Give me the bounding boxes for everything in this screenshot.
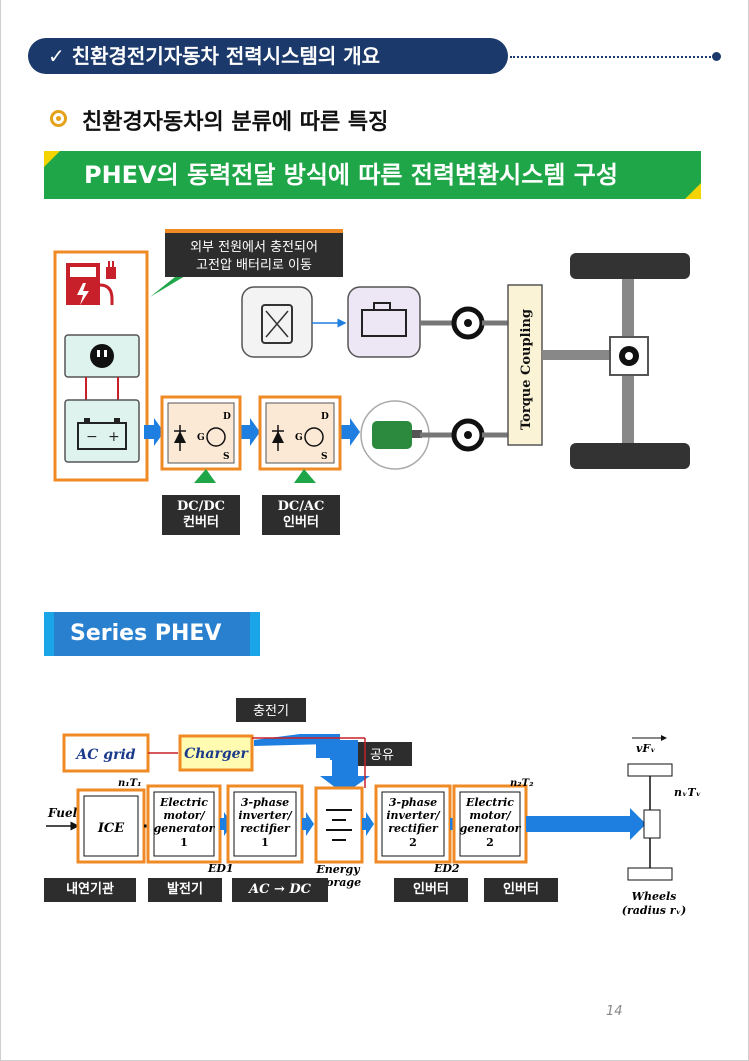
inv1-line3: rectifier	[240, 822, 291, 835]
motor2-line1: Electric	[465, 796, 514, 809]
charging-station-icon	[66, 261, 116, 305]
dcdc-label-line1: DC/DC	[177, 499, 225, 514]
fuel-supply-label: 공유	[370, 748, 394, 763]
inv1-line1: 3-phase	[241, 796, 289, 809]
nvtv-label: nᵥTᵥ	[674, 786, 701, 799]
switch-label-d: D	[321, 412, 329, 422]
charger-text: Charger	[184, 746, 249, 762]
energy-line1: Energy	[315, 863, 361, 876]
torque-coupling	[507, 284, 543, 446]
label-inverter1: 인버터	[394, 878, 468, 902]
callout-box	[165, 233, 343, 277]
section-header: ✓ 친환경전기자동차 전력시스템의 개요	[28, 38, 508, 74]
corner-accent	[44, 151, 60, 167]
flow-arrow	[316, 740, 370, 794]
subtitle: 친환경자동차의 분류에 따른 특징	[82, 110, 389, 135]
igbt-icon: G D S	[272, 412, 329, 462]
series-phev-diagram: 충전기 공유 AC grid Charger Fuel ICE n₁T₁ Ele…	[46, 698, 701, 917]
flow-arrow	[240, 418, 260, 446]
section1-title: PHEV의 동력전달 방식에 따른 전력변환시스템 구성	[44, 151, 701, 199]
motor2-line2: motor/	[469, 809, 511, 822]
vfv-label: vFᵥ	[636, 742, 656, 755]
label-generator: 발전기	[148, 878, 222, 902]
motor1-line3: generator	[154, 822, 216, 835]
ice-text: ICE	[97, 821, 125, 836]
section2-title: Series PHEV	[44, 612, 260, 656]
motor2-line4: 2	[486, 836, 494, 849]
battery-box	[64, 399, 140, 463]
switch-label-s: S	[321, 452, 328, 462]
ed1-label: ED1	[207, 862, 234, 875]
torque-coupling-label: Torque Coupling	[519, 309, 534, 430]
header-dotted-line	[510, 56, 715, 58]
label-ice: 내연기관	[44, 878, 136, 902]
gear-icon	[451, 306, 485, 452]
flow-arrow	[144, 418, 164, 446]
section2-title-text: Series PHEV	[70, 621, 222, 646]
engine-icon	[361, 302, 407, 337]
motor1-line4: 1	[180, 836, 188, 849]
wheels-line1: Wheels	[632, 890, 677, 903]
dcdc-label-line2: 컨버터	[183, 515, 219, 530]
header-dot	[712, 52, 721, 61]
inv2-line3: rectifier	[388, 822, 439, 835]
switch-label-s: S	[223, 452, 230, 462]
flow-arrow	[526, 808, 646, 840]
battery-icon: −+	[77, 418, 127, 450]
svg-text:+: +	[108, 429, 120, 445]
ed2-label: ED2	[433, 862, 460, 875]
page-number: 14	[606, 1004, 623, 1019]
switch-label-g: G	[295, 433, 303, 443]
charger-box	[178, 734, 254, 772]
switch-label-d: D	[223, 412, 231, 422]
n2t2-label: n₂T₂	[510, 778, 534, 789]
wheel-icon	[570, 253, 690, 279]
n1t1-label: n₁T₁	[118, 778, 141, 789]
ac-grid-text: AC grid	[74, 747, 135, 763]
motor1-line2: motor/	[163, 809, 205, 822]
callout-line2: 고전압 배터리로 이동	[196, 258, 312, 273]
wheels-line2: (radius rᵥ)	[622, 904, 686, 917]
ac-grid-box	[62, 733, 150, 773]
charger-label: 충전기	[253, 704, 289, 719]
svg-text:−: −	[86, 429, 98, 445]
dcac-label: DC/AC 인버터	[262, 495, 340, 535]
inv2-line2: inverter/	[386, 809, 440, 822]
callout-line1: 외부 전원에서 충전되어	[190, 240, 318, 255]
inv1-line4: 1	[261, 836, 269, 849]
inv2-line4: 2	[409, 836, 417, 849]
label-acdc: AC → DC	[232, 878, 328, 902]
inv2-line1: 3-phase	[389, 796, 437, 809]
motor1-line1: Electric	[159, 796, 208, 809]
flow-arrow	[340, 418, 360, 446]
fuel-can-icon	[261, 304, 293, 344]
fuel-can-box	[241, 286, 313, 358]
igbt-icon: G D S	[174, 412, 231, 462]
plug-icon	[90, 344, 114, 368]
dcac-label-line1: DC/AC	[277, 499, 325, 514]
energy-storage-box	[314, 786, 364, 864]
wheel-icon	[627, 867, 673, 881]
engine-box	[347, 286, 421, 358]
corner-accent	[685, 183, 701, 199]
label-inverter2: 인버터	[484, 878, 558, 902]
bullet-icon	[50, 110, 67, 127]
dcac-label-line2: 인버터	[283, 515, 319, 530]
switch-label-g: G	[197, 433, 205, 443]
wheel-icon	[627, 763, 673, 777]
dcdc-label: DC/DC 컨버터	[162, 495, 240, 535]
motor2-line3: generator	[460, 822, 522, 835]
wheel-icon	[570, 443, 690, 469]
fuel-text: Fuel	[47, 806, 78, 820]
inv1-line2: inverter/	[238, 809, 292, 822]
phev-diagram: −+ 외부 전원에서 충전되어 고전압 배터리로 이동 G D S G D S	[53, 229, 690, 483]
